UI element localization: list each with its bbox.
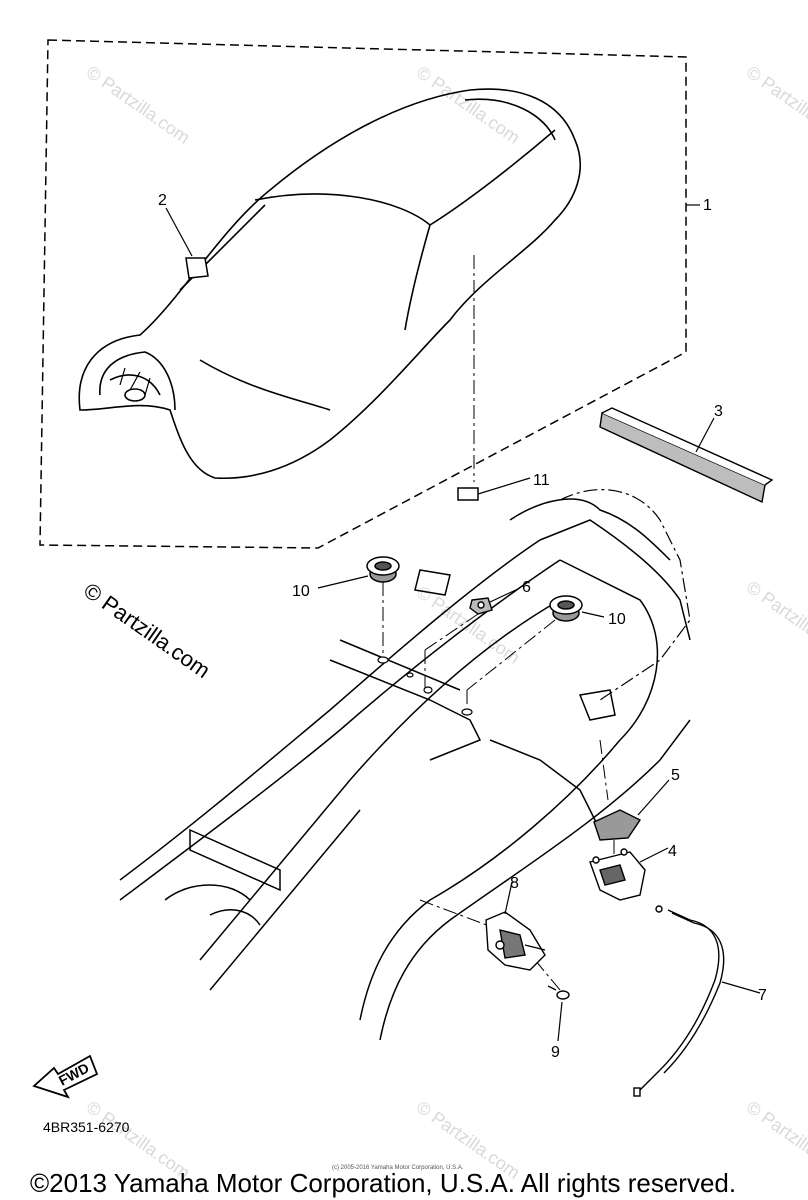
watermark-faint: © Partzilla.com [413,62,524,148]
callout-2: 2 [158,192,167,209]
watermark-faint: © Partzilla.com [743,1097,808,1183]
plate-part-5 [593,809,642,841]
grommet-part-10-left [366,556,400,583]
copyright-footer: ©2013 Yamaha Motor Corporation, U.S.A. A… [30,1168,736,1198]
callout-3: 3 [714,403,723,420]
callout-10-right: 10 [608,611,626,628]
watermark-main: © Partzilla.com [79,578,215,684]
screw-part-9 [547,985,570,1000]
tiny-copyright-notice: (c) 2005-2016 Yamaha Motor Corporation, … [332,1165,464,1171]
callout-leaders [165,204,761,1042]
seat-drawing [78,88,581,480]
frame-holes [377,656,473,716]
grommet-part-10-right [549,595,583,622]
watermark-faint: © Partzilla.com [743,577,808,663]
callout-5: 5 [671,767,680,784]
damper-part-11 [457,487,479,501]
watermark-faint: © Partzilla.com [743,62,808,148]
watermark-faint: © Partzilla.com [83,62,194,148]
fwd-arrow-icon [32,1054,99,1099]
callout-1: 1 [703,197,712,214]
nut-part-6 [469,597,493,615]
callout-4: 4 [668,843,677,860]
cable-part-7 [633,905,725,1097]
callout-11: 11 [533,472,550,489]
band-part-3 [599,407,774,504]
fwd-arrow: FWD [32,1054,99,1099]
seat-assembly-boundary [39,39,687,549]
callout-9: 9 [551,1044,560,1061]
frame-phantom-line [559,489,691,701]
callout-6: 6 [522,579,531,596]
diagram-code: 4BR351-6270 [43,1119,130,1135]
frame-drawing [119,498,691,1041]
seat-lock-part-8 [485,911,546,971]
callout-10-left: 10 [292,583,310,600]
callout-7: 7 [758,987,767,1004]
lock-bracket-part-4 [589,848,646,901]
seat-tag [185,257,209,279]
callout-8: 8 [510,875,519,892]
assembly-lines [382,582,615,991]
callout-labels: 1 2 3 11 10 6 10 5 4 8 7 9 [158,192,767,1061]
